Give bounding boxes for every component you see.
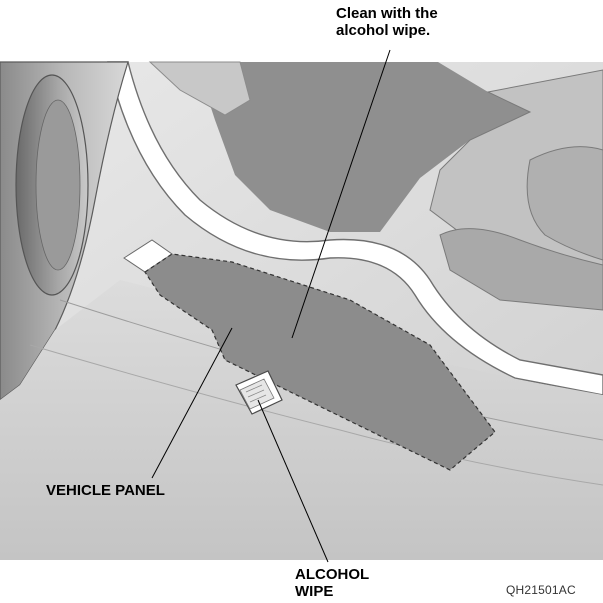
leader-line-alcohol-wipe xyxy=(257,399,329,563)
figure-id-label: QH21501AC xyxy=(506,583,576,597)
weatherstrip xyxy=(107,61,603,396)
floor-carpet xyxy=(196,62,530,232)
vehicle-panel-area xyxy=(144,253,496,471)
door-speaker-inner xyxy=(35,99,81,271)
callout-alcohol-wipe-line2: WIPE xyxy=(295,583,334,600)
callout-clean-instruction: Clean with the alcohol wipe. xyxy=(336,5,438,39)
callout-clean-line1: Clean with the xyxy=(336,5,438,22)
callout-alcohol-wipe: ALCOHOL WIPE xyxy=(295,566,369,600)
top-trim xyxy=(148,61,251,116)
leader-line-vehicle-panel xyxy=(151,327,233,479)
callout-vehicle-panel-text: VEHICLE PANEL xyxy=(46,482,165,499)
seat-detail xyxy=(526,146,603,261)
callout-alcohol-wipe-line1: ALCOHOL xyxy=(295,566,370,583)
callout-vehicle-panel: VEHICLE PANEL xyxy=(46,482,165,499)
leader-line-clean xyxy=(291,49,391,339)
sill-edge-lower xyxy=(29,344,603,486)
callout-clean-line2: alcohol wipe. xyxy=(336,22,431,39)
alcohol-wipe-packet xyxy=(235,370,283,415)
